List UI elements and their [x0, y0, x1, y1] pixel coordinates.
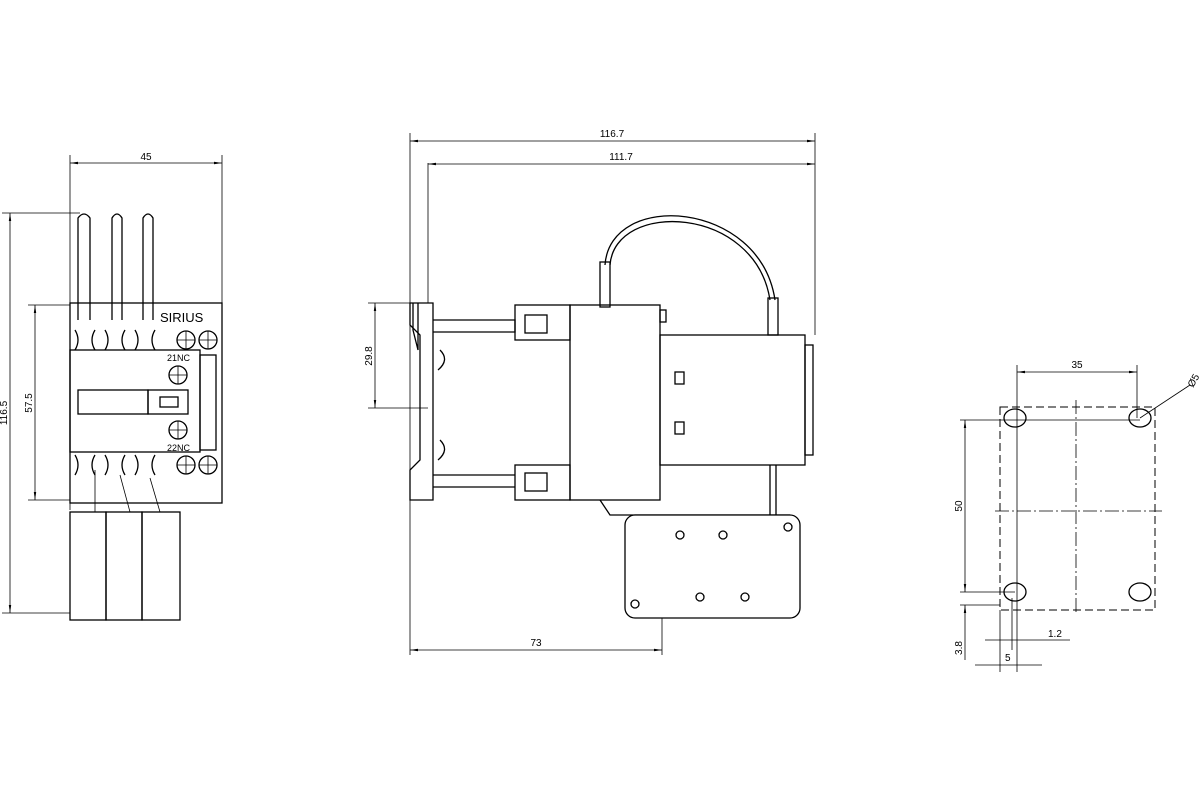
mounting-hole — [1128, 408, 1152, 428]
dim-offset-h: 5 — [1005, 653, 1011, 664]
dim-depth: 111.7 — [609, 152, 633, 163]
dim-total-height: 116.5 — [0, 400, 10, 425]
side-view: 116.7 111.7 29.8 73 — [364, 129, 816, 655]
dim-body-height: 57.5 — [24, 393, 35, 413]
front-view: 45 116.5 57.5 SIRIUS — [0, 152, 223, 621]
dim-offset-v: 3.8 — [954, 641, 965, 655]
dim-slot: 1.2 — [1048, 629, 1062, 640]
dim-overall-depth: 116.7 — [600, 129, 625, 140]
dim-hole-diameter: Ø5 — [1186, 372, 1200, 389]
contact-22nc: 22NC — [167, 443, 191, 453]
dim-hole-spacing-h: 35 — [1071, 360, 1083, 371]
mounting-view: 35 Ø5 50 3.8 1.2 5 — [954, 360, 1200, 672]
dim-hole-spacing-v: 50 — [954, 500, 965, 512]
mounting-hole — [1128, 582, 1152, 602]
contact-21nc: 21NC — [167, 353, 191, 363]
terminal-screws — [74, 329, 218, 476]
mounting-hole — [1003, 408, 1027, 428]
bottom-module — [69, 470, 181, 621]
dim-rail-height: 29.8 — [364, 346, 375, 366]
dim-width: 45 — [140, 152, 152, 163]
module-screws — [630, 522, 793, 609]
dim-base-depth: 73 — [530, 638, 542, 649]
brand-label: SIRIUS — [160, 310, 204, 325]
